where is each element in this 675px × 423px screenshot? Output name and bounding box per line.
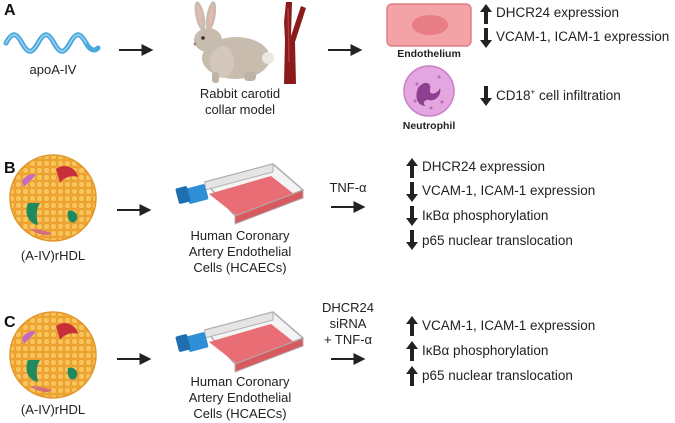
arrow-up-icon [406, 366, 418, 386]
arrow-up-icon [480, 4, 492, 24]
effect-marker: CD18 [496, 88, 531, 103]
model-label: Rabbit carotid collar model [185, 86, 295, 118]
model-label-line: Rabbit carotid [199, 86, 281, 101]
effect-text: CD18+ cell infiltration [496, 88, 621, 104]
arrow-up-icon [406, 316, 418, 336]
arrow-down-icon [406, 182, 418, 202]
arrow-right-icon [117, 353, 152, 365]
arrow-down-icon [480, 28, 492, 48]
treatment-label: TNF-α [329, 180, 367, 195]
arrow-up-icon [406, 341, 418, 361]
superscript: + [530, 87, 536, 97]
model-label-line: collar model [204, 102, 276, 117]
neutrophil-label: Neutrophil [402, 120, 456, 132]
arrow-right-icon [117, 204, 152, 216]
effect-text: DHCR24 expression [496, 5, 620, 20]
arrow-down-icon [480, 86, 492, 106]
rhdl-label: (A-IV)rHDL [20, 402, 86, 417]
cell-label-line: Human Coronary [190, 374, 290, 389]
rabbit-icon [193, 1, 274, 83]
effect-text: DHCR24 expression [422, 159, 546, 174]
neutrophil-icon [403, 65, 455, 117]
effect-text: IκBα phosphorylation [422, 208, 549, 223]
treatment-line: + TNF-α [323, 332, 373, 347]
artery-icon [284, 2, 306, 84]
cell-label-line: Cells (HCAECs) [193, 406, 287, 421]
effect-text: VCAM-1, ICAM-1 expression [422, 183, 596, 198]
panel-letter-b: B [4, 160, 16, 177]
rhdl-label: (A-IV)rHDL [20, 248, 86, 263]
effect-text: VCAM-1, ICAM-1 expression [496, 29, 670, 44]
rhdl-particle-icon [9, 311, 97, 399]
arrow-right-icon [331, 353, 366, 365]
arrow-right-icon [328, 44, 363, 56]
rhdl-particle-icon [9, 154, 97, 242]
arrow-down-icon [406, 230, 418, 250]
arrow-right-icon [119, 44, 154, 56]
panel-letter-a: A [4, 2, 16, 19]
endothelium-label: Endothelium [397, 48, 461, 60]
effect-text: IκBα phosphorylation [422, 343, 549, 358]
effect-text: VCAM-1, ICAM-1 expression [422, 318, 596, 333]
culture-flask-icon [175, 163, 305, 225]
cell-label-line: Artery Endothelial [188, 390, 292, 405]
effect-text: p65 nuclear translocation [422, 368, 573, 383]
arrow-right-icon [331, 201, 366, 213]
cell-label: Human Coronary Artery Endothelial Cells … [180, 374, 300, 422]
cell-label-line: Cells (HCAECs) [193, 260, 287, 275]
arrow-down-icon [406, 206, 418, 226]
panel-letter-c: C [4, 314, 16, 331]
effect-text-suffix: cell infiltration [535, 88, 621, 103]
effect-text: p65 nuclear translocation [422, 233, 573, 248]
treatment-label: DHCR24 siRNA + TNF-α [310, 300, 386, 348]
endothelial-cell-icon [386, 3, 472, 47]
apoa-iv-label: apoA-IV [29, 62, 77, 77]
treatment-line: DHCR24 [321, 300, 374, 315]
helix-icon [3, 32, 101, 54]
cell-label-line: Artery Endothelial [188, 244, 292, 259]
cell-label: Human Coronary Artery Endothelial Cells … [180, 228, 300, 276]
arrow-up-icon [406, 158, 418, 178]
treatment-line: siRNA [329, 316, 367, 331]
culture-flask-icon [175, 311, 305, 373]
cell-label-line: Human Coronary [190, 228, 290, 243]
